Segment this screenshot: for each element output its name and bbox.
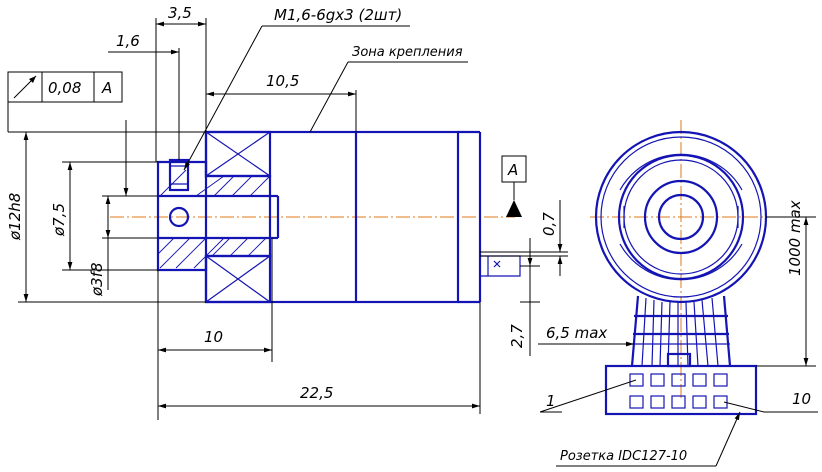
hub-circle [643, 179, 719, 255]
ribbon-cable [630, 295, 732, 368]
dim-dia-3f8: ø3f8 [88, 262, 106, 297]
motor-body [204, 130, 460, 304]
tolerance-value: 0,08 [48, 79, 81, 97]
dim-2-7: 2,7 [508, 324, 526, 348]
dim-0-7: 0,7 [540, 212, 558, 236]
dim-10: 10 [204, 328, 223, 346]
dim-dia-7-5: ø7,5 [50, 203, 68, 237]
dim-6-5-max: 6,5 max [546, 324, 607, 342]
hub [156, 160, 272, 272]
side-view: 3,5 1,6 10,5 10 22,5 M1,6-6gx3 (2шт) Зон… [6, 4, 568, 420]
tolerance-frame: 0,08 A [7, 71, 123, 132]
terminal-pin [480, 255, 521, 277]
tolerance-datum: A [101, 79, 112, 97]
dim-3-5: 3,5 [168, 4, 192, 22]
connector-label: Розетка IDC127-10 [560, 449, 687, 464]
set-screw [168, 158, 190, 192]
dim-1-6: 1,6 [116, 32, 140, 50]
callout-1: 1 [546, 392, 556, 410]
callout-10: 10 [792, 390, 811, 408]
inner-ring [617, 153, 745, 281]
hub-hatching [157, 169, 271, 269]
dim-dia-12h8: ø12h8 [6, 193, 24, 241]
dim-22-5: 22,5 [300, 384, 333, 402]
shaft-circle [657, 193, 705, 241]
dim-1000-max: 1000 max [786, 200, 804, 276]
thread-note: M1,6-6gx3 (2шт) [274, 6, 402, 24]
screw-hole [168, 206, 190, 228]
dim-10-5: 10,5 [266, 72, 299, 90]
end-view: 6,5 max 1000 max 1 10 Розетка IDC127-10 [538, 120, 818, 467]
mount-zone-note: Зона крепления [352, 45, 463, 60]
datum-letter: A [507, 161, 518, 179]
datum-marker: A [501, 155, 527, 217]
